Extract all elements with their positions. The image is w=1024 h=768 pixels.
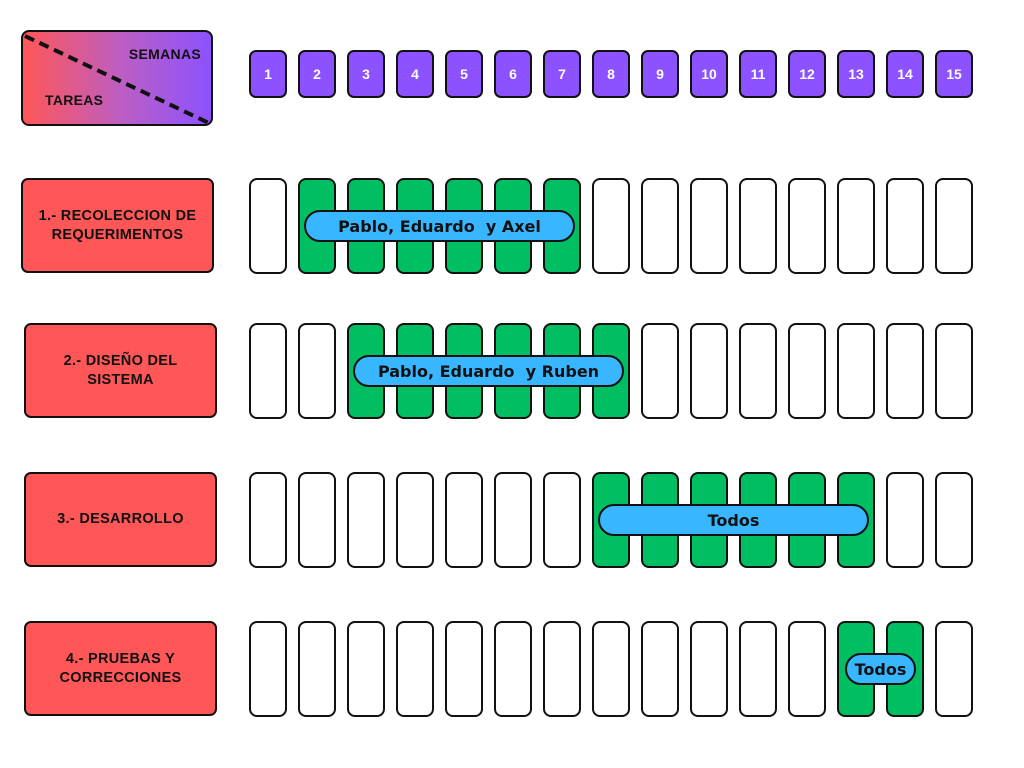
week-header-2: 2 (298, 50, 336, 98)
task-4-week-12-empty (788, 621, 826, 717)
task-4-week-5-empty (445, 621, 483, 717)
task-4-week-7-empty (543, 621, 581, 717)
task-3-week-3-empty (347, 472, 385, 568)
tasks-axis-label: TAREAS (45, 92, 104, 108)
week-header-13: 13 (837, 50, 875, 98)
week-header-7: 7 (543, 50, 581, 98)
task-1-week-9-empty (641, 178, 679, 274)
task-3-week-5-empty (445, 472, 483, 568)
week-header-1: 1 (249, 50, 287, 98)
header-corner: SEMANAS TAREAS (21, 30, 213, 126)
task-1-assignees-bar: Pablo, Eduardo y Axel (304, 210, 575, 242)
task-2-week-10-empty (690, 323, 728, 419)
task-3-week-14-empty (886, 472, 924, 568)
task-2-week-2-empty (298, 323, 336, 419)
task-4-assignees-bar: Todos (845, 653, 916, 685)
task-4-week-15-empty (935, 621, 973, 717)
task-1-week-11-empty (739, 178, 777, 274)
week-header-9: 9 (641, 50, 679, 98)
week-header-12: 12 (788, 50, 826, 98)
task-2-week-11-empty (739, 323, 777, 419)
task-4-week-3-empty (347, 621, 385, 717)
task-1-week-1-empty (249, 178, 287, 274)
task-1-week-15-empty (935, 178, 973, 274)
task-1-week-14-empty (886, 178, 924, 274)
task-4-week-8-empty (592, 621, 630, 717)
task-1-week-10-empty (690, 178, 728, 274)
week-header-3: 3 (347, 50, 385, 98)
diagonal-divider (24, 34, 211, 124)
task-4-week-9-empty (641, 621, 679, 717)
task-4-week-1-empty (249, 621, 287, 717)
task-3-assignees-bar: Todos (598, 504, 869, 536)
week-header-14: 14 (886, 50, 924, 98)
week-header-5: 5 (445, 50, 483, 98)
task-2-assignees-bar: Pablo, Eduardo y Ruben (353, 355, 624, 387)
weeks-axis-label: SEMANAS (128, 46, 201, 62)
task-4-week-6-empty (494, 621, 532, 717)
task-4-week-10-empty (690, 621, 728, 717)
task-1-week-13-empty (837, 178, 875, 274)
week-header-4: 4 (396, 50, 434, 98)
week-header-8: 8 (592, 50, 630, 98)
task-2-week-1-empty (249, 323, 287, 419)
task-2-week-14-empty (886, 323, 924, 419)
task-label-3: 3.- DESARROLLO (24, 472, 217, 567)
week-header-11: 11 (739, 50, 777, 98)
week-header-6: 6 (494, 50, 532, 98)
task-4-week-11-empty (739, 621, 777, 717)
task-3-week-7-empty (543, 472, 581, 568)
task-2-week-12-empty (788, 323, 826, 419)
task-3-week-6-empty (494, 472, 532, 568)
task-1-week-12-empty (788, 178, 826, 274)
task-3-week-4-empty (396, 472, 434, 568)
task-3-week-2-empty (298, 472, 336, 568)
task-label-2: 2.- DISEÑO DEL SISTEMA (24, 323, 217, 418)
task-2-week-9-empty (641, 323, 679, 419)
task-3-week-1-empty (249, 472, 287, 568)
week-header-10: 10 (690, 50, 728, 98)
task-1-week-8-empty (592, 178, 630, 274)
task-label-1: 1.- RECOLECCION DE REQUERIMENTOS (21, 178, 214, 273)
task-2-week-13-empty (837, 323, 875, 419)
task-4-week-4-empty (396, 621, 434, 717)
task-3-week-15-empty (935, 472, 973, 568)
task-label-4: 4.- PRUEBAS Y CORRECCIONES (24, 621, 217, 716)
task-2-week-15-empty (935, 323, 973, 419)
week-header-15: 15 (935, 50, 973, 98)
task-4-week-2-empty (298, 621, 336, 717)
